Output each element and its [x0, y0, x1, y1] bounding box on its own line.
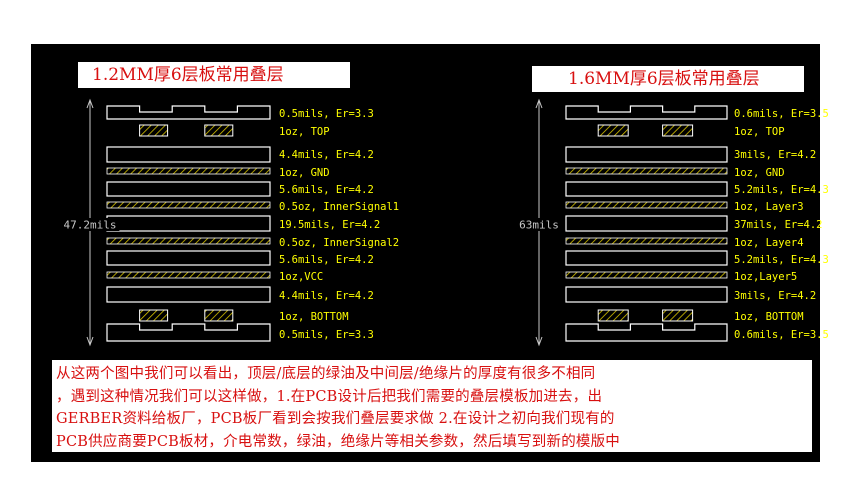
- dielectric-layer: [565, 286, 728, 303]
- layer-label: 0.6mils, Er=3.5: [734, 329, 829, 341]
- layer-label: 0.5oz, InnerSignal1: [279, 201, 399, 213]
- layer-label: 0.5oz, InnerSignal2: [279, 237, 399, 249]
- layer-label: 0.5mils, Er=3.3: [279, 108, 374, 120]
- dielectric-layer: [106, 146, 271, 163]
- dimension-arrow-bottom: [535, 336, 543, 347]
- layer-label: 1oz, Layer3: [734, 201, 804, 213]
- copper-plane: [565, 237, 728, 245]
- dielectric-layer: [565, 250, 728, 266]
- layer-label: 4.4mils, Er=4.2: [279, 290, 374, 302]
- note-line: PCB供应商要PCB板材，介电常数，绿油，绝缘片等相关参数，然后填写到新的模版中: [56, 433, 621, 450]
- right-stackup: 63mils 0.6mils, Er=3.5 1oz, TOP 3mils, Er=4…: [516, 98, 829, 347]
- layer-label: 37mils, Er=4.2: [734, 219, 823, 231]
- bottom-copper-pad: [662, 309, 694, 322]
- dielectric-layer: [106, 250, 271, 266]
- layer-label: 1oz, BOTTOM: [279, 311, 349, 323]
- top-solder-mask: [106, 105, 271, 120]
- top-copper-pad: [662, 124, 694, 137]
- dielectric-layer: [106, 286, 271, 303]
- right-stackup-title: 1.6MM厚6层板常用叠层: [532, 66, 804, 92]
- left-stackup: 47.2mils 0.5mils, Er=3.3 1oz, TOP 4.4mils, …: [60, 98, 399, 347]
- dielectric-layer: [565, 215, 728, 232]
- dielectric-layer: [565, 146, 728, 163]
- top-copper-pad: [204, 124, 234, 137]
- note-line: GERBER资料给板厂，PCB板厂看到会按我们叠层要求做 2.在设计之初向我们现…: [56, 411, 615, 427]
- layer-label: 3mils, Er=4.2: [734, 149, 816, 161]
- layer-label: 3mils, Er=4.2: [734, 290, 816, 302]
- dimension-arrow-top: [86, 98, 94, 109]
- note-line: 从这两个图中我们可以看出，顶层/底层的绿油及中间层/绝缘片的厚度有很多不相同: [56, 366, 596, 382]
- dimension-arrow-bottom: [86, 336, 94, 347]
- left-stackup-title: 1.2MM厚6层板常用叠层: [78, 62, 350, 88]
- copper-plane: [106, 271, 271, 279]
- bottom-copper-pad: [204, 309, 234, 322]
- top-copper-pad: [597, 124, 629, 137]
- layer-label: 5.2mils, Er=4.3: [734, 184, 829, 196]
- layer-label: 1oz,VCC: [279, 271, 323, 283]
- layer-label: 5.6mils, Er=4.2: [279, 184, 374, 196]
- layer-label: 0.6mils, Er=3.5: [734, 108, 829, 120]
- note-line: ，遇到这种情况我们可以这样做，1.在PCB设计后把我们需要的叠层模板加进去，出: [56, 388, 603, 405]
- dimension-arrow-top: [535, 98, 543, 109]
- layer-label: 1oz, TOP: [279, 126, 330, 138]
- dielectric-layer: [106, 215, 271, 232]
- layer-label: 1oz, GND: [734, 167, 785, 179]
- layer-label: 1oz, BOTTOM: [734, 311, 804, 323]
- bottom-copper-pad: [139, 309, 169, 322]
- copper-plane: [106, 237, 271, 245]
- bottom-copper-pad: [597, 309, 629, 322]
- copper-plane: [565, 271, 728, 279]
- top-solder-mask: [565, 105, 728, 120]
- explanation-note: 从这两个图中我们可以看出，顶层/底层的绿油及中间层/绝缘片的厚度有很多不相同 ，…: [52, 360, 812, 452]
- total-thickness-label: 63mils: [519, 219, 559, 232]
- copper-plane: [565, 167, 728, 175]
- layer-label: 1oz,Layer5: [734, 271, 797, 283]
- layer-label: 5.6mils, Er=4.2: [279, 254, 374, 266]
- copper-plane: [565, 201, 728, 209]
- dielectric-layer: [565, 181, 728, 197]
- layer-label: 0.5mils, Er=3.3: [279, 329, 374, 341]
- layer-label: 19.5mils, Er=4.2: [279, 219, 380, 231]
- thickness-label-backing: [60, 218, 120, 231]
- layer-label: 5.2mils, Er=4.3: [734, 254, 829, 266]
- layer-label: 4.4mils, Er=4.2: [279, 149, 374, 161]
- layer-label: 1oz, TOP: [734, 126, 785, 138]
- copper-plane: [106, 167, 271, 175]
- layer-label: 1oz, Layer4: [734, 237, 804, 249]
- copper-plane: [106, 201, 271, 209]
- top-copper-pad: [139, 124, 169, 137]
- bottom-solder-mask: [106, 323, 271, 342]
- total-thickness-label: 47.2mils: [64, 219, 117, 232]
- layer-label: 1oz, GND: [279, 167, 330, 179]
- dielectric-layer: [106, 181, 271, 197]
- bottom-solder-mask: [565, 323, 728, 342]
- thickness-label-backing: [516, 218, 562, 231]
